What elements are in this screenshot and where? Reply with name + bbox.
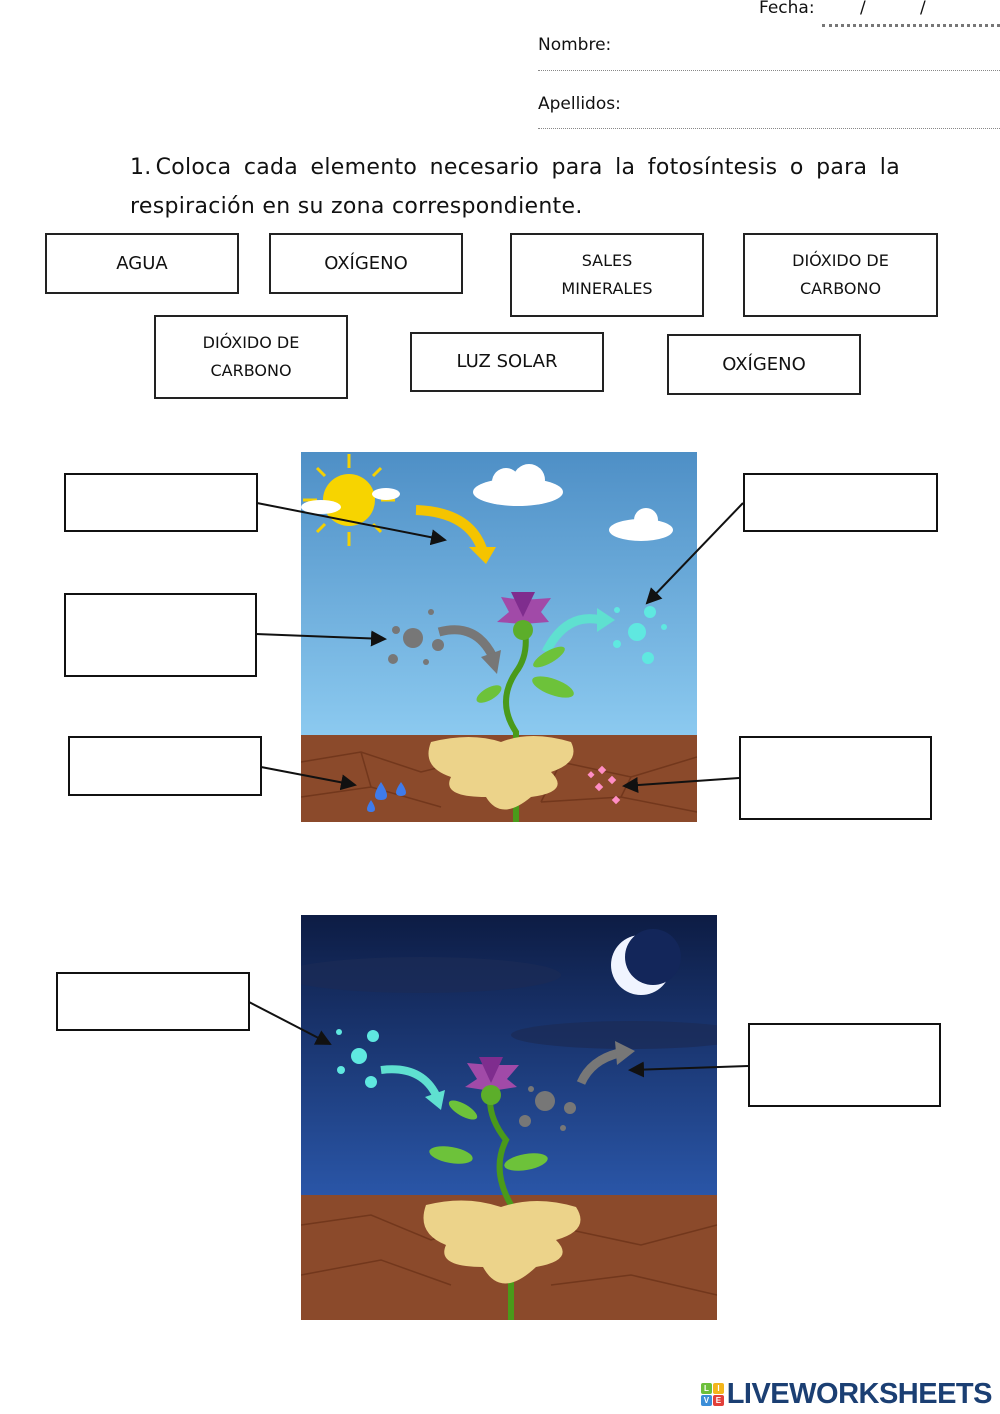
instruction-text: Coloca cada elemento necesario para la f… <box>130 155 900 219</box>
logo-letter: V <box>700 1395 712 1406</box>
date-label: Fecha: <box>759 0 815 18</box>
word-card-dioxido-de-carbono[interactable]: DIÓXIDO DE CARBONO <box>154 315 348 399</box>
word-card-sales-minerales[interactable]: SALES MINERALES <box>510 233 704 317</box>
answer-box-oxigeno[interactable] <box>743 473 938 532</box>
word-label: MINERALES <box>561 279 653 298</box>
answer-box-dioxido-de-carbono[interactable] <box>64 593 257 677</box>
moon-icon <box>611 929 681 995</box>
logo-mark-icon: L I V E <box>700 1383 724 1406</box>
instruction: 1.Coloca cada elemento necesario para la… <box>130 148 900 226</box>
date-field-line[interactable] <box>822 24 1000 27</box>
name-field-line[interactable] <box>538 70 1000 71</box>
name-label: Nombre: <box>538 35 612 55</box>
answer-box-sales-minerales[interactable] <box>739 736 932 820</box>
instruction-number: 1. <box>130 155 152 180</box>
respiration-night-scene <box>301 915 717 1320</box>
word-card-dioxido-de-carbono[interactable]: DIÓXIDO DE CARBONO <box>743 233 938 317</box>
answer-box-luz-solar[interactable] <box>64 473 258 532</box>
word-card-luz-solar[interactable]: LUZ SOLAR <box>410 332 604 392</box>
word-label: DIÓXIDO DE <box>202 333 300 352</box>
word-card-oxigeno[interactable]: OXÍGENO <box>269 233 463 294</box>
liveworksheets-logo: L I V E LIVEWORKSHEETS <box>700 1378 993 1411</box>
plant <box>428 592 574 822</box>
word-label: LUZ SOLAR <box>456 351 558 372</box>
word-label: SALES <box>581 251 633 270</box>
word-card-agua[interactable]: AGUA <box>45 233 239 294</box>
word-label: OXÍGENO <box>324 252 408 274</box>
word-card-oxigeno[interactable]: OXÍGENO <box>667 334 861 395</box>
answer-box-oxigeno-night[interactable] <box>56 972 250 1031</box>
logo-letter: E <box>712 1395 724 1406</box>
water-drops <box>367 782 406 812</box>
date-separator: / <box>860 0 866 18</box>
answer-box-agua[interactable] <box>68 736 262 796</box>
answer-box-dioxido-night[interactable] <box>748 1023 941 1107</box>
logo-text: LIVEWORKSHEETS <box>726 1378 993 1410</box>
word-label: CARBONO <box>799 279 882 298</box>
word-label: CARBONO <box>210 361 292 380</box>
logo-letter: I <box>712 1383 724 1394</box>
cloud-icon <box>473 464 563 506</box>
surname-field-line[interactable] <box>538 128 1000 129</box>
word-label: DIÓXIDO DE <box>792 251 889 270</box>
logo-letter: L <box>700 1383 712 1394</box>
word-label: AGUA <box>116 252 168 274</box>
photosynthesis-day-scene <box>301 452 697 822</box>
surname-label: Apellidos: <box>538 94 621 114</box>
word-label: OXÍGENO <box>722 353 806 375</box>
date-separator: / <box>920 0 926 18</box>
